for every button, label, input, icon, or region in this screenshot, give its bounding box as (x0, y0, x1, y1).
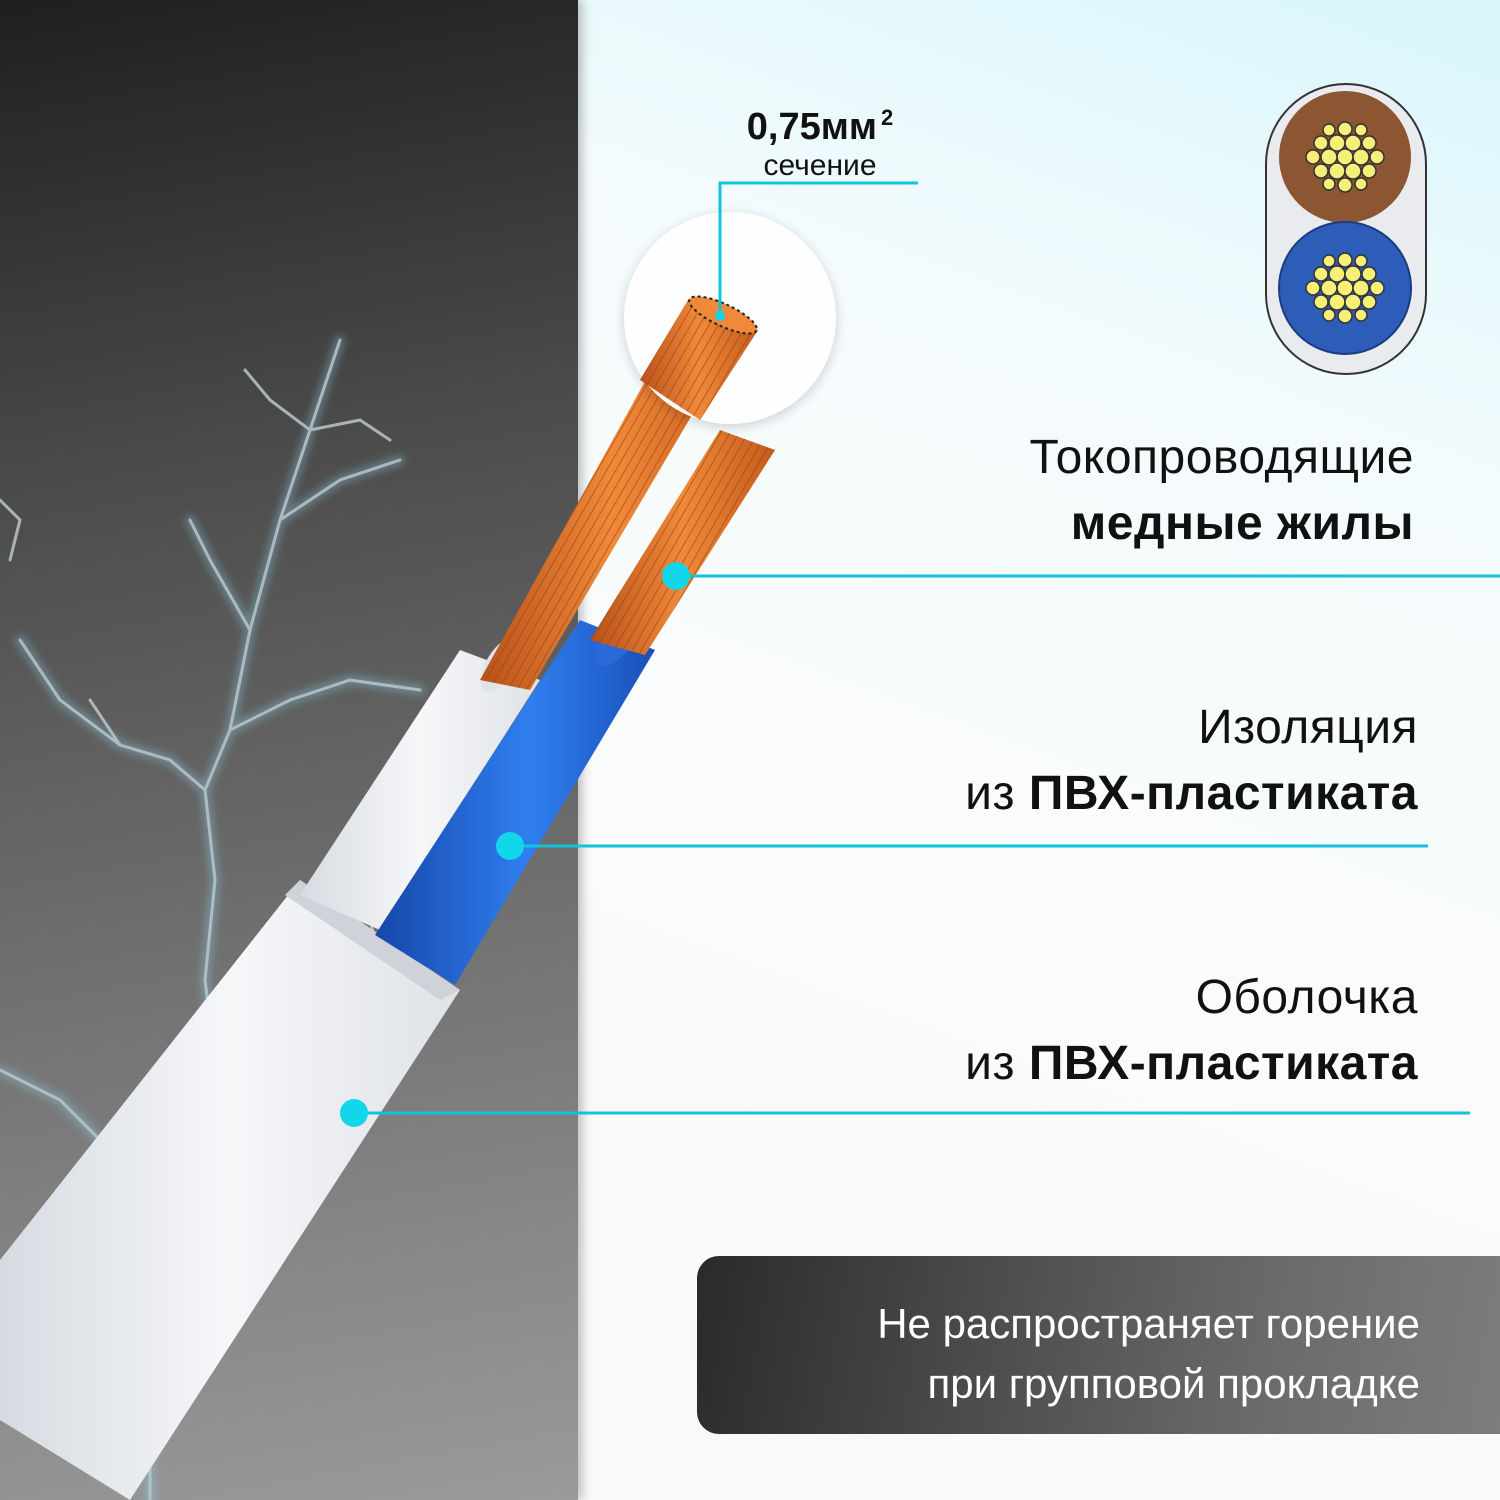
callout-sheath: Оболочка из ПВХ-пластиката (965, 971, 1418, 1090)
outer-sheath (0, 880, 460, 1500)
fire-safety-badge: Не распространяет горение при групповой … (697, 1256, 1500, 1434)
cable-cross-section-icon (1265, 83, 1427, 375)
callout-lines (354, 181, 1500, 1115)
white-insulated-core (300, 650, 540, 930)
callout-dots (340, 311, 725, 1127)
callout-copper-conductors: Токопроводящие медные жилы (1029, 431, 1414, 550)
cross-section-caption: сечение (763, 149, 877, 182)
blue-insulated-core (375, 620, 655, 985)
callout-insulation: Изоляция из ПВХ-пластиката (965, 701, 1418, 820)
